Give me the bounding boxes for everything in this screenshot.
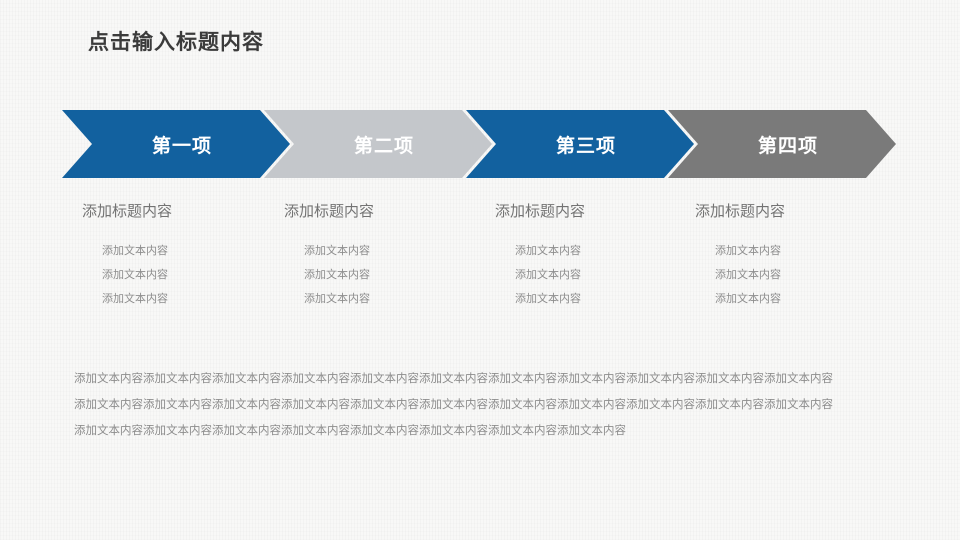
list-item: 添加文本内容 (304, 244, 370, 257)
column-1-items: 添加文本内容 添加文本内容 添加文本内容 (82, 239, 278, 311)
content-column-2: 添加标题内容 添加文本内容 添加文本内容 添加文本内容 (284, 200, 480, 311)
list-item: 添加文本内容 (515, 292, 581, 305)
chevron-step-2[interactable]: 第二项 (264, 110, 492, 178)
column-3-heading: 添加标题内容 (495, 202, 586, 220)
list-item: 添加文本内容 (102, 268, 168, 281)
chevron-process-band: 第一项 第二项 第三项 第四项 (0, 110, 960, 178)
chevron-step-3-label: 第三项 (555, 134, 616, 157)
chevron-step-2-label: 第二项 (353, 134, 414, 157)
list-item: 添加文本内容 (304, 268, 370, 281)
column-3-items: 添加文本内容 添加文本内容 添加文本内容 (495, 239, 691, 311)
chevron-step-4[interactable]: 第四项 (668, 110, 896, 178)
list-item: 添加文本内容 (304, 292, 370, 305)
content-column-4: 添加标题内容 添加文本内容 添加文本内容 添加文本内容 (695, 200, 891, 311)
content-column-3: 添加标题内容 添加文本内容 添加文本内容 添加文本内容 (495, 200, 691, 311)
column-1-heading: 添加标题内容 (82, 202, 173, 220)
list-item: 添加文本内容 (515, 244, 581, 257)
column-2-heading: 添加标题内容 (284, 202, 375, 220)
list-item: 添加文本内容 (102, 244, 168, 257)
column-4-heading: 添加标题内容 (695, 202, 786, 220)
column-4-items: 添加文本内容 添加文本内容 添加文本内容 (695, 239, 891, 311)
content-column-1: 添加标题内容 添加文本内容 添加文本内容 添加文本内容 (82, 200, 278, 311)
column-2-items: 添加文本内容 添加文本内容 添加文本内容 (284, 239, 480, 311)
page-title: 点击输入标题内容 (88, 30, 264, 54)
list-item: 添加文本内容 (715, 268, 781, 281)
chevron-step-3[interactable]: 第三项 (466, 110, 694, 178)
chevron-step-1-label: 第一项 (151, 134, 212, 157)
bottom-paragraph: 添加文本内容添加文本内容添加文本内容添加文本内容添加文本内容添加文本内容添加文本… (74, 371, 833, 437)
chevron-step-1[interactable]: 第一项 (62, 110, 290, 178)
list-item: 添加文本内容 (715, 244, 781, 257)
chevron-step-4-label: 第四项 (757, 134, 818, 157)
list-item: 添加文本内容 (715, 292, 781, 305)
list-item: 添加文本内容 (515, 268, 581, 281)
list-item: 添加文本内容 (102, 292, 168, 305)
